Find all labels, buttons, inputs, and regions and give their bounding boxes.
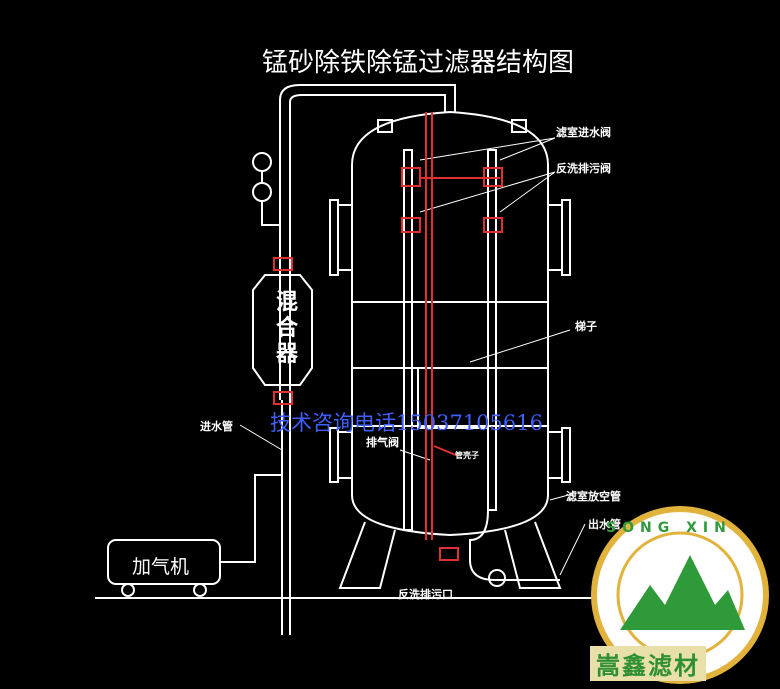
valve-drain: [439, 547, 459, 561]
aerator-wheel-left: [121, 583, 135, 597]
pressure-gauge: [252, 152, 272, 172]
air-line: [220, 474, 282, 563]
tank-body: [351, 110, 549, 537]
gauge-valve: [252, 182, 272, 202]
diagram-title: 锰砂除铁除锰过滤器结构图: [262, 48, 575, 78]
label-backwash-drain-valve: 反洗排污阀: [556, 162, 611, 175]
label-drain-pipe: 滤室放空管: [566, 490, 621, 503]
mixer-vessel: [252, 274, 313, 386]
mixer-label: 混合器: [275, 290, 298, 367]
label-inlet-valve: 滤室进水阀: [556, 126, 611, 139]
manhole-right-upper: [548, 199, 571, 276]
inlet-riser: [279, 84, 456, 400]
valve-backwash-left: [401, 217, 421, 233]
leader-lines: [239, 137, 586, 576]
mixer-flange-bottom: [273, 391, 293, 405]
inlet-riser-inner: [289, 94, 446, 400]
mixer-flange-top: [273, 257, 293, 271]
manhole-right-lower: [548, 427, 571, 483]
logo-ring-text: SONG XIN: [606, 520, 732, 536]
ladder: [417, 367, 489, 429]
label-vent-pipe: 管壳子: [455, 451, 479, 460]
manhole-left-lower: [329, 427, 352, 483]
outlet-pipe: [469, 509, 560, 581]
aerator-label: 加气机: [132, 556, 190, 578]
tank-lug-right: [511, 119, 527, 133]
aerator-wheel-right: [193, 583, 207, 597]
tank-lug-left: [377, 119, 393, 133]
logo-brand-text: 嵩鑫滤材: [590, 646, 706, 681]
vent-pipe: [433, 445, 459, 457]
label-ladder: 梯子: [575, 320, 597, 333]
valve-backwash-right: [483, 217, 503, 233]
contact-phone-text: 技术咨询电话15037105616: [270, 411, 543, 435]
valve-inlet-left: [401, 167, 421, 187]
internal-tube-right: [487, 149, 497, 511]
gauge-line: [261, 172, 280, 226]
mountain-icon: [620, 555, 745, 630]
valve-inlet-right: [483, 167, 503, 187]
manhole-left-upper: [329, 199, 352, 276]
songxin-logo: [591, 506, 769, 684]
internal-tube-left: [403, 149, 413, 531]
label-outlet-pipe: 出水管: [588, 518, 621, 531]
label-inlet-pipe: 进水管: [200, 420, 233, 433]
label-backwash-outlet: 反洗排污口: [398, 588, 453, 601]
support-leg-left: [338, 521, 396, 589]
outlet-pump: [488, 569, 506, 587]
label-vent-valve: 排气阀: [366, 436, 399, 449]
support-leg-right: [504, 521, 562, 589]
